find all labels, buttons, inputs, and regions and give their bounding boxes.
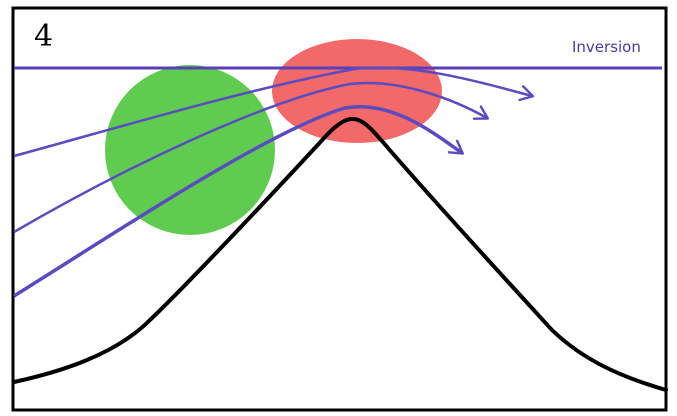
airflow-arrow-top: [13, 66, 535, 158]
airflow-arrow-middle: [13, 81, 490, 234]
mountain: [12, 116, 668, 392]
airflow-arrow-bottom: [13, 105, 465, 298]
panel-border: [11, 6, 668, 412]
panel-number: 4: [34, 19, 53, 54]
green-cloud: [105, 65, 275, 235]
inversion-label: Inversion: [572, 38, 641, 56]
red-cloud: [272, 39, 442, 143]
